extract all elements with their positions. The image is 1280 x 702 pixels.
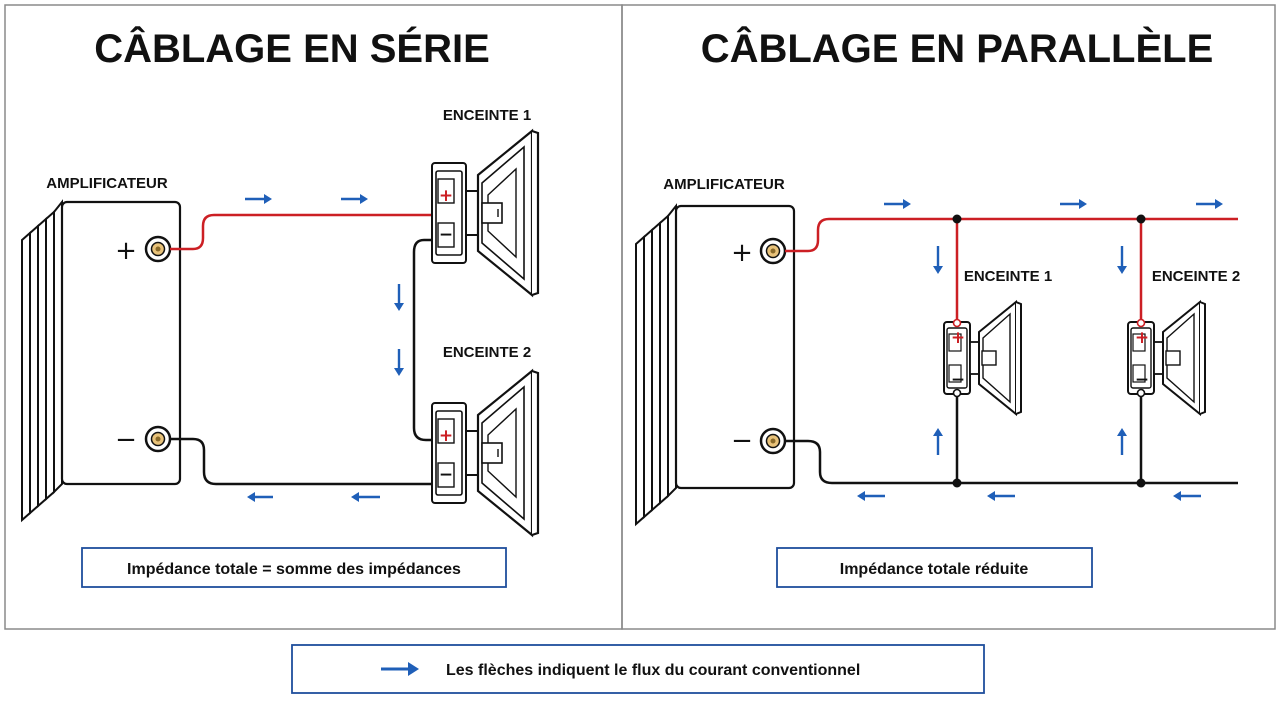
parallele-caption-box [776,547,1093,588]
parallele-caption: Impédance totale réduite [840,561,1029,578]
parallele-amp-minus-sign: − [731,426,753,456]
parallele-speaker-1-label: ENCEINTE 1 [964,268,1052,285]
parallele-positive-bus [785,217,1238,253]
parallele-panel [621,4,1276,630]
arrow-right-icon [1196,199,1223,209]
serie-current-arrows [245,194,404,502]
serie-amplifier-label: AMPLIFICATEUR [46,175,168,192]
arrow-up-icon [1117,428,1127,455]
serie-link-wire [412,238,436,442]
serie-speaker-1-label: ENCEINTE 1 [443,107,531,124]
legend-text: Les flèches indiquent le flux du courant… [446,662,860,679]
serie-caption-box [81,547,507,588]
serie-spk1-plus: + [439,186,453,206]
junction-dots [952,214,1146,488]
parallele-title: CÂBLAGE EN PARALLÈLE [701,25,1214,71]
arrow-down-icon [1117,246,1127,274]
arrow-left-icon [1173,491,1201,501]
serie-amp-minus-sign: − [115,425,137,455]
arrow-right-icon [245,194,272,204]
arrow-right-icon [884,199,911,209]
serie-spk2-minus: − [439,465,453,485]
parallele-spk1-plus: + [951,328,965,348]
arrow-down-icon [933,246,943,274]
serie-negative-wire [170,437,438,486]
parallele-spk2-plus: + [1135,328,1149,348]
parallele-amplifier-label: AMPLIFICATEUR [663,176,785,193]
serie-amp-plus-sign: + [115,236,137,266]
parallele-amp-negative-terminal [759,427,787,455]
serie-speaker-2-label: ENCEINTE 2 [443,344,531,361]
serie-speaker-1 [430,129,540,297]
parallele-speaker-2 [1127,301,1206,415]
serie-spk2-plus: + [439,426,453,446]
serie-title: CÂBLAGE EN SÉRIE [94,25,490,71]
arrow-down-icon [394,284,404,311]
parallele-amp-plus-sign: + [731,238,753,268]
serie-spk1-minus: − [439,225,453,245]
arrow-left-icon [987,491,1015,501]
parallele-amp-positive-terminal [759,237,787,265]
arrow-left-icon [351,492,380,502]
arrow-right-icon [381,662,419,676]
serie-amp-negative-terminal [144,425,172,453]
parallele-spk1-minus: − [951,370,965,390]
parallele-spk2-minus: − [1135,370,1149,390]
arrow-right-icon [1060,199,1087,209]
serie-positive-wire [170,213,436,251]
serie-caption: Impédance totale = somme des impédances [127,561,461,578]
serie-amp-positive-terminal [144,235,172,263]
parallele-speaker-1 [943,301,1022,415]
parallele-speaker-2-label: ENCEINTE 2 [1152,268,1240,285]
parallele-negative-bus [785,439,1238,485]
arrow-up-icon [933,428,943,455]
arrow-left-icon [247,492,273,502]
arrow-left-icon [857,491,885,501]
arrow-right-icon [341,194,368,204]
arrow-down-icon [394,349,404,376]
parallele-current-arrows [857,199,1223,501]
serie-speaker-2 [430,369,540,537]
